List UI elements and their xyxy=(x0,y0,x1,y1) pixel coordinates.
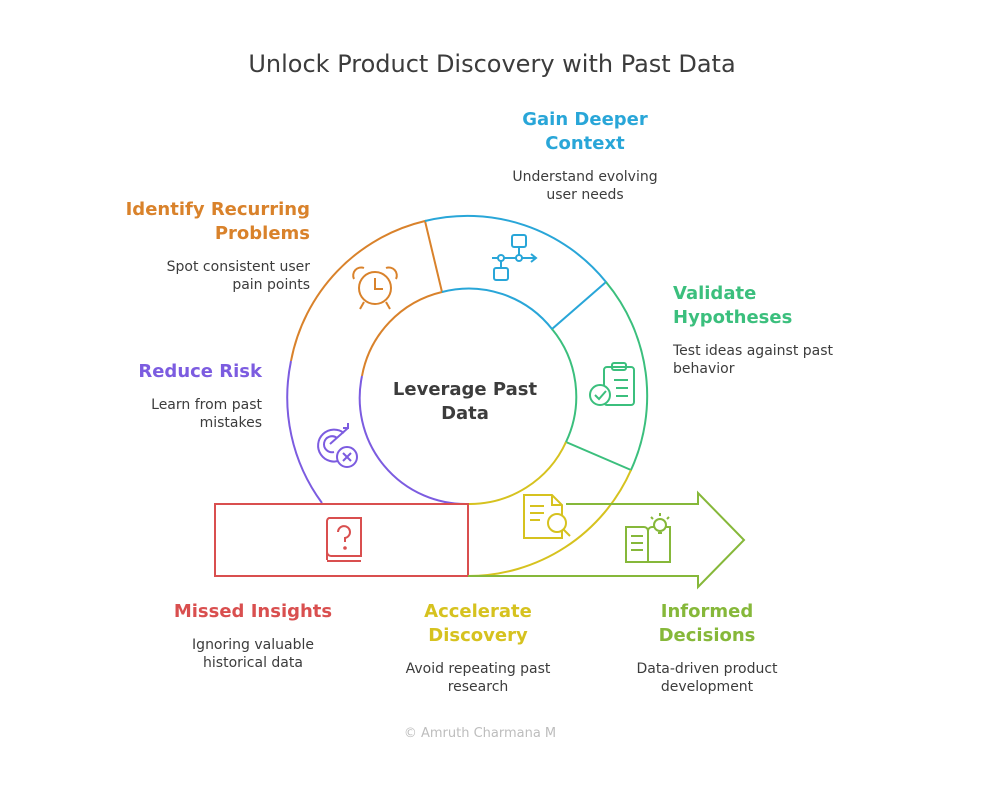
informed-heading: Informed Decisions xyxy=(658,601,756,646)
clipboard-check-icon xyxy=(589,362,635,406)
segment-accelerate xyxy=(467,441,632,578)
informed-desc: Data-driven product development xyxy=(636,661,778,695)
reduce-risk-desc: Learn from past mistakes xyxy=(151,397,262,431)
validate-desc: Test ideas against past behavior xyxy=(673,343,834,377)
segment-reduce-risk xyxy=(286,360,469,506)
informed-arrow xyxy=(468,490,746,590)
missed-insights-box xyxy=(214,503,469,577)
center-label-line1: Leverage Past xyxy=(392,379,538,400)
reduce-risk-heading: Reduce Risk xyxy=(138,361,262,382)
center-label: Leverage Past Data xyxy=(385,378,545,426)
recurring-heading: Identify Recurring Problems xyxy=(125,199,310,244)
recurring-desc: Spot consistent user pain points xyxy=(166,259,310,293)
validate-heading: Validate Hypotheses xyxy=(673,283,793,328)
missed-heading: Missed Insights xyxy=(173,601,333,622)
center-label-line2: Data xyxy=(441,403,489,424)
page-title: Unlock Product Discovery with Past Data xyxy=(248,50,736,78)
accelerate-heading: Accelerate Discovery xyxy=(424,601,532,646)
gain-context-desc: Understand evolving user needs xyxy=(512,169,658,203)
target-cancel-icon xyxy=(317,423,358,468)
segment-context xyxy=(424,214,608,331)
segment-recurring xyxy=(290,219,444,377)
accelerate-desc: Avoid repeating past research xyxy=(405,661,551,695)
gain-context-heading: Gain Deeper Context xyxy=(522,109,648,154)
alarm-clock-icon xyxy=(352,266,398,310)
missed-desc: Ignoring valuable historical data xyxy=(192,637,314,671)
segment-validate xyxy=(551,281,649,472)
workflow-icon xyxy=(492,234,538,281)
book-lightbulb-icon xyxy=(625,513,671,563)
question-book-icon xyxy=(325,517,362,562)
document-search-icon xyxy=(523,494,571,539)
credit-watermark: © Amruth Charmana M xyxy=(403,726,557,741)
